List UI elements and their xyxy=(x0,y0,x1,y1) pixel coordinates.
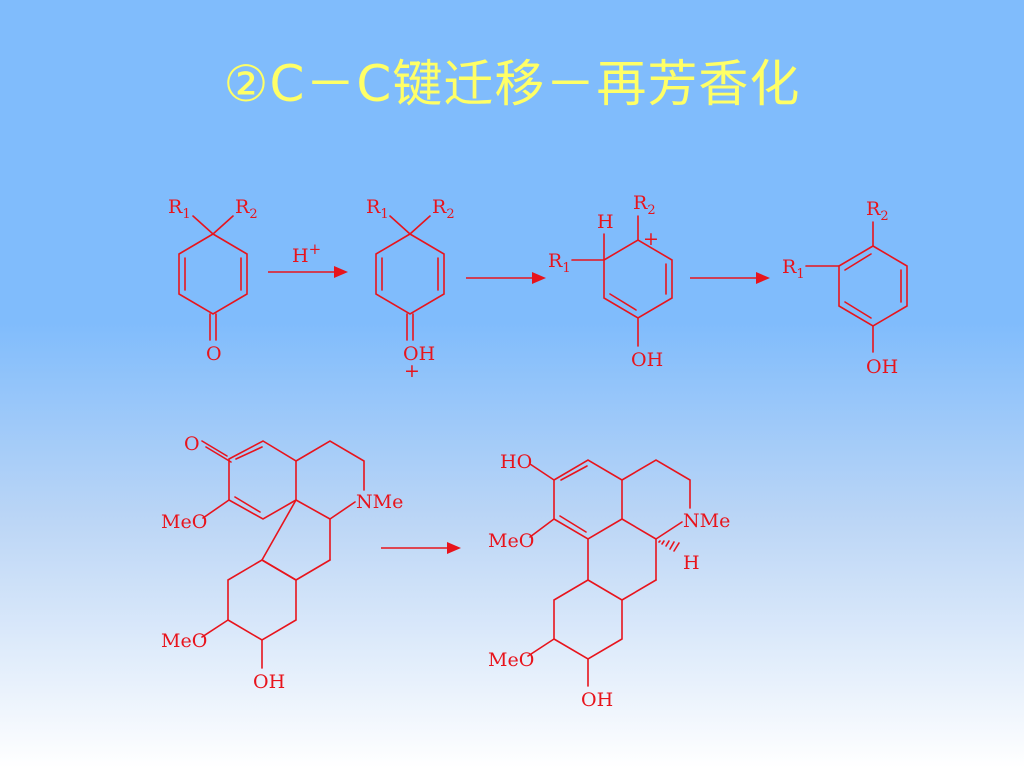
methoxy-label: MeO xyxy=(161,630,207,652)
n-methyl-label: NMe xyxy=(356,491,403,513)
phenol-product-structure: R2 R1 OH xyxy=(782,198,908,378)
reaction-arrow-rearrangement xyxy=(381,542,461,554)
methoxy-label: MeO xyxy=(161,511,207,533)
reaction-arrow-migration xyxy=(466,272,546,284)
hydroxyl-label: HO xyxy=(500,451,532,473)
r1-label: R1 xyxy=(366,196,389,222)
protonated-dienone-structure: R1 R2 OH + xyxy=(366,196,455,382)
carbonyl-oxygen-label: O xyxy=(184,433,200,455)
methoxy-label: MeO xyxy=(488,530,534,552)
dienone-structure: R1 R2 O xyxy=(168,196,258,365)
hydroxyl-label: OH xyxy=(631,349,663,371)
n-methyl-label: NMe xyxy=(683,510,730,532)
r2-label: R2 xyxy=(432,196,455,222)
r2-label: R2 xyxy=(235,196,258,222)
proton-label: H+ xyxy=(292,240,321,267)
r1-label: R1 xyxy=(168,196,191,222)
positive-charge-label: + xyxy=(643,228,659,250)
proaporphine-dienone-structure: O MeO NMe MeO OH xyxy=(161,433,403,693)
reaction-arrow-protonation: H+ xyxy=(268,240,348,278)
reaction-arrow-rearomatization xyxy=(690,272,770,284)
hydroxyl-label: OH xyxy=(403,343,435,365)
carbonyl-oxygen-label: O xyxy=(206,343,222,365)
r1-label: R1 xyxy=(548,250,571,276)
r2-label: R2 xyxy=(633,192,656,218)
positive-charge-label: + xyxy=(404,360,420,382)
hydrogen-label: H xyxy=(597,211,614,233)
hydrogen-label: H xyxy=(683,552,700,574)
hydroxyl-label: OH xyxy=(581,689,613,711)
carbocation-intermediate-structure: H R1 R2 + OH xyxy=(548,192,673,371)
aporphine-product-structure: HO MeO NMe H MeO OH xyxy=(488,451,730,711)
slide-title: ②C－C键迁移－再芳香化 xyxy=(223,55,801,113)
r1-label: R1 xyxy=(782,256,805,282)
hydroxyl-label: OH xyxy=(866,356,898,378)
r2-label: R2 xyxy=(866,198,889,224)
methoxy-label: MeO xyxy=(488,649,534,671)
hydroxyl-label: OH xyxy=(253,671,285,693)
